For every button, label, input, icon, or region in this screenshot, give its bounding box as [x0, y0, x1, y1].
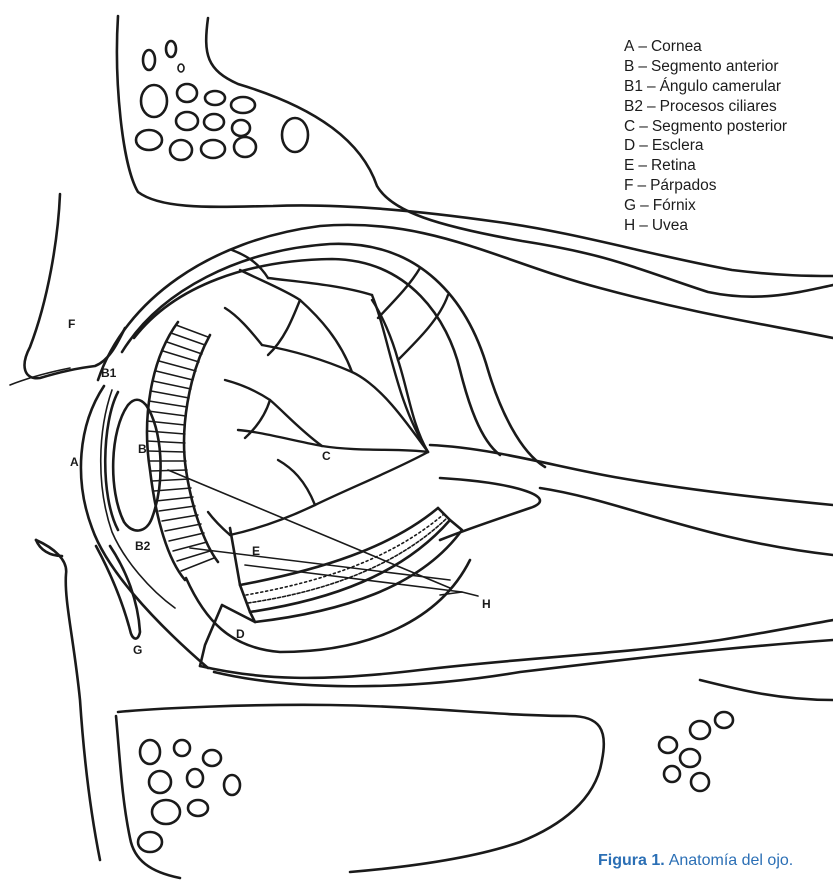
- label-b-anterior: B: [138, 443, 147, 455]
- label-d-sclera: D: [236, 628, 245, 640]
- leader-lines: [168, 470, 478, 596]
- label-g-fornix: G: [133, 644, 142, 656]
- lower-bone-cavities: [138, 712, 733, 852]
- caption-label: Figura 1.: [598, 852, 665, 869]
- label-f-eyelid: F: [68, 318, 75, 330]
- legend-item: E–Retina: [624, 156, 833, 176]
- legend-item: C–Segmento posterior: [624, 117, 833, 137]
- eyelid-lash-upper: [10, 368, 70, 385]
- label-e-retina: E: [252, 545, 260, 557]
- label-a-cornea: A: [70, 456, 79, 468]
- label-b2-ciliary: B2: [135, 540, 150, 552]
- caption-text: Anatomía del ojo.: [669, 852, 794, 869]
- globe-lower: [186, 560, 470, 652]
- legend-item: D–Esclera: [624, 136, 833, 156]
- optic-nerve-lower: [440, 478, 540, 540]
- retinal-vessels: [208, 250, 448, 535]
- iris-front: [105, 392, 118, 530]
- legend-item: B–Segmento anterior: [624, 57, 833, 77]
- orbit-lower-line: [540, 488, 833, 555]
- lower-orbit-bone: [118, 705, 604, 872]
- legend: A–Cornea B–Segmento anterior B1–Ángulo c…: [624, 37, 833, 236]
- legend-item: F–Párpados: [624, 176, 833, 196]
- optic-nerve-upper: [430, 445, 833, 505]
- lower-eyelid: [36, 540, 100, 860]
- legend-item: A–Cornea: [624, 37, 833, 57]
- label-c-posterior: C: [322, 450, 331, 462]
- lens-outline: [113, 400, 160, 531]
- globe-lower-second: [214, 640, 833, 686]
- legend-item: B2–Procesos ciliares: [624, 97, 833, 117]
- legend-item: H–Uvea: [624, 216, 833, 236]
- globe-outer-upper: [98, 225, 833, 380]
- figure-caption: Figura 1.Anatomía del ojo.: [598, 852, 793, 870]
- label-b1-angle: B1: [101, 367, 116, 379]
- fornix: [96, 546, 140, 639]
- legend-item: B1–Ángulo camerular: [624, 77, 833, 97]
- label-h-uvea: H: [482, 598, 491, 610]
- legend-item: G–Fórnix: [624, 196, 833, 216]
- lower-orbit-right: [700, 680, 833, 700]
